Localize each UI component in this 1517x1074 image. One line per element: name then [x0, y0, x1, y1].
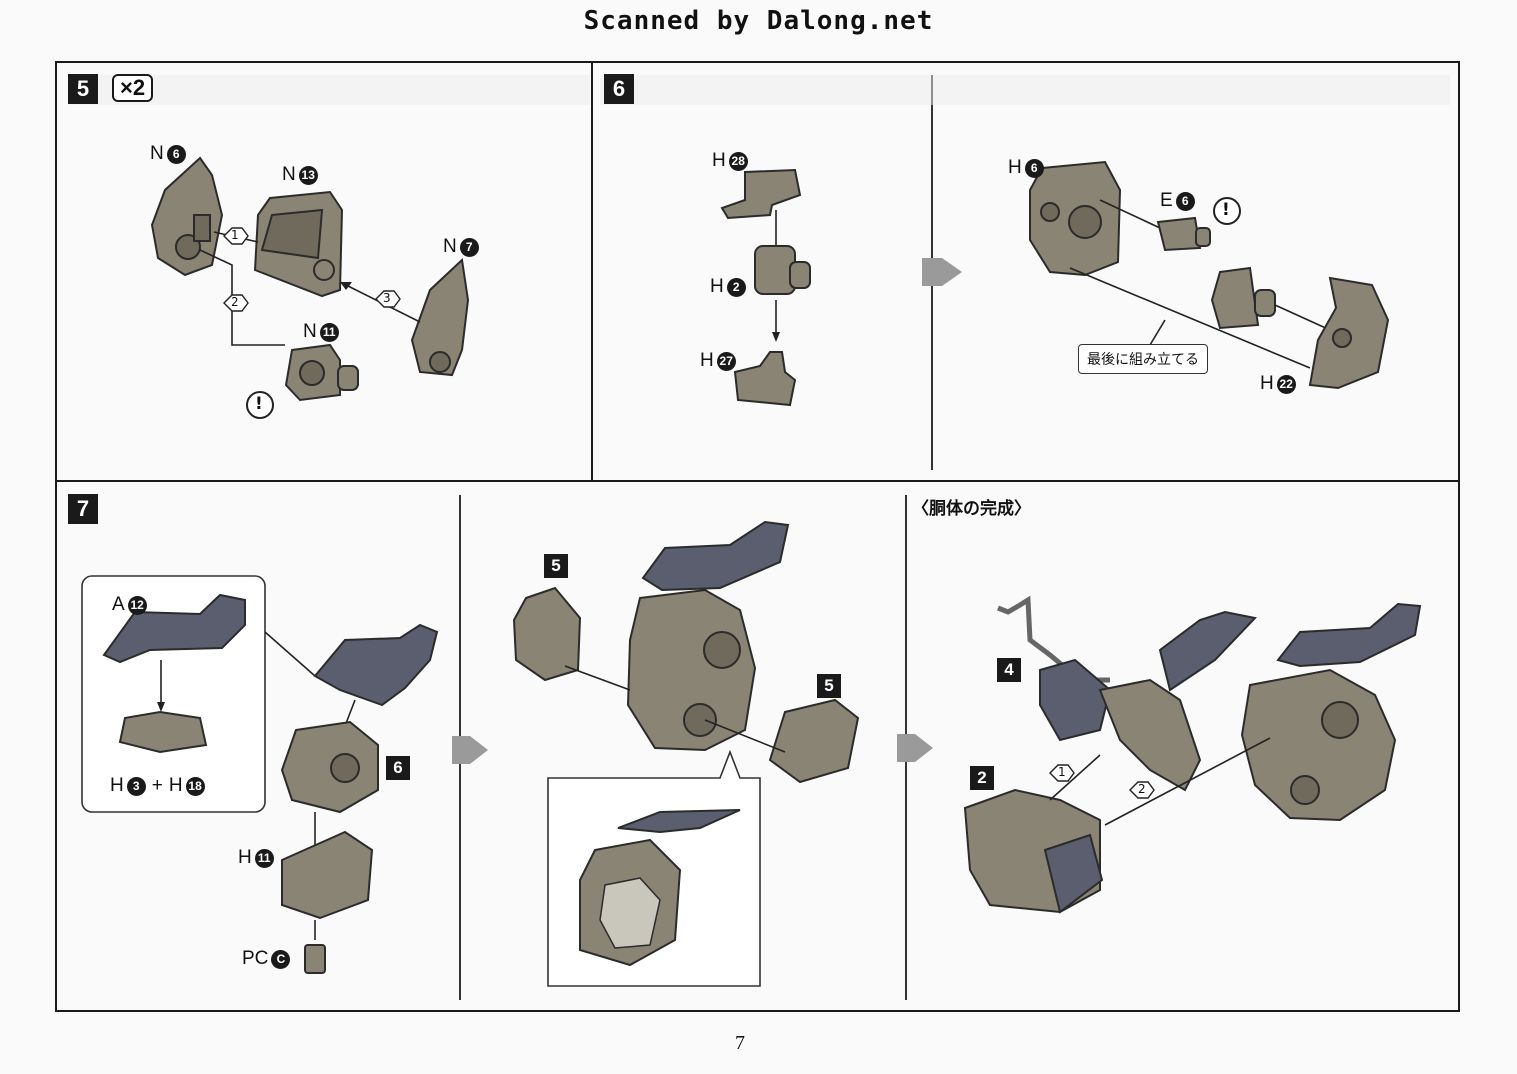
part-n6: [150, 156, 224, 277]
instruction-frame: [55, 61, 1460, 1012]
complete-order-1: 1: [1058, 765, 1066, 779]
step-7-number: 7: [68, 494, 98, 524]
part-armor-top: [313, 623, 439, 707]
part-n11: [284, 343, 359, 402]
order-label-1: 1: [231, 228, 239, 242]
detail-part: [579, 809, 741, 967]
next-arrow-6: [922, 258, 962, 286]
order-label-2: 2: [231, 295, 239, 309]
part-assembled-torso: [626, 520, 790, 752]
ref-step-6: 6: [386, 756, 410, 780]
part-n7: [410, 257, 470, 377]
order-tag-2: [223, 294, 249, 312]
ref-step-2: 2: [970, 766, 994, 790]
complete-order-2: 2: [1138, 782, 1146, 796]
part-h-sub: [1210, 266, 1276, 330]
order-tag-3: [375, 290, 401, 308]
part-5-left: [512, 586, 582, 682]
torso-complete-caption: 〈胴体の完成〉: [912, 499, 1031, 519]
part-h22: [1308, 276, 1390, 390]
part-h2: [754, 245, 811, 295]
step-5-multiplier: ×2: [112, 74, 154, 102]
order-label-3: 3: [383, 291, 391, 305]
warning-icon-step5: !: [255, 394, 263, 414]
warning-icon-step6: !: [1222, 200, 1230, 220]
part-pc-c: [304, 944, 326, 974]
step-6-number: 6: [604, 74, 634, 104]
next-arrow-7b: [897, 734, 933, 762]
part-h3-h18: [118, 710, 208, 754]
part-4-legs: [997, 595, 1257, 792]
part-n13: [253, 190, 344, 298]
next-arrow-7a: [452, 736, 488, 764]
part-h6-assembly: [280, 720, 379, 814]
ref-step-5-left: 5: [544, 554, 568, 578]
row-divider: [55, 480, 1460, 482]
watermark: Scanned by Dalong.net: [583, 6, 934, 36]
order-tag-1: [223, 227, 249, 245]
column-divider-top: [591, 61, 593, 481]
assemble-last-note: 最後に組み立てる: [1078, 344, 1208, 374]
part-h28: [720, 168, 802, 220]
part-e6: [1156, 216, 1211, 252]
part-a12: [102, 593, 246, 664]
part-h27: [733, 351, 797, 407]
step-5-number: 5: [68, 74, 98, 104]
ref-step-5-right: 5: [817, 674, 841, 698]
ref-step-4: 4: [997, 658, 1021, 682]
part-2-block: [963, 788, 1104, 914]
part-torso-final: [1240, 602, 1422, 822]
part-5-right: [768, 698, 860, 784]
page-number: 7: [735, 1032, 745, 1054]
part-h11: [281, 830, 374, 920]
